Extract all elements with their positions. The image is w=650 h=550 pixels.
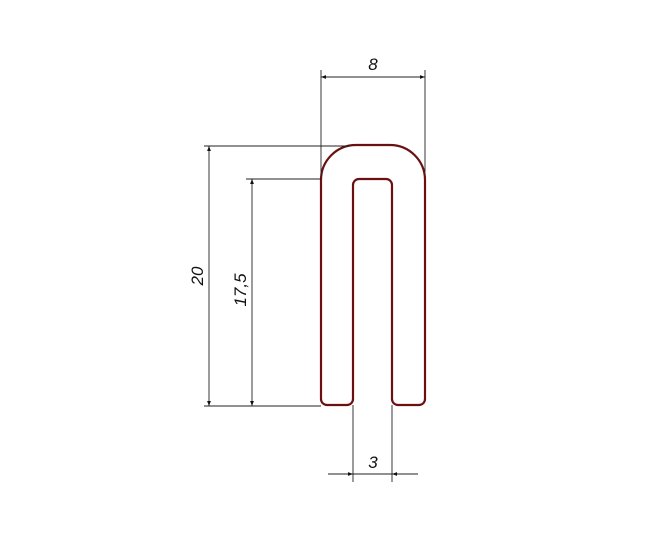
- u-profile-outline: [319, 143, 427, 407]
- dimension-label: 3: [368, 453, 378, 472]
- dimension-slot-depth-17-5: 17,5: [231, 178, 321, 406]
- dimension-label: 8: [368, 55, 378, 74]
- dimension-slot-width-3: 3: [328, 405, 418, 482]
- dimension-height-20: 20: [188, 145, 350, 407]
- dimension-label: 17,5: [231, 273, 250, 307]
- dimension-width-8: 8: [320, 55, 426, 175]
- dimension-label: 20: [188, 266, 207, 286]
